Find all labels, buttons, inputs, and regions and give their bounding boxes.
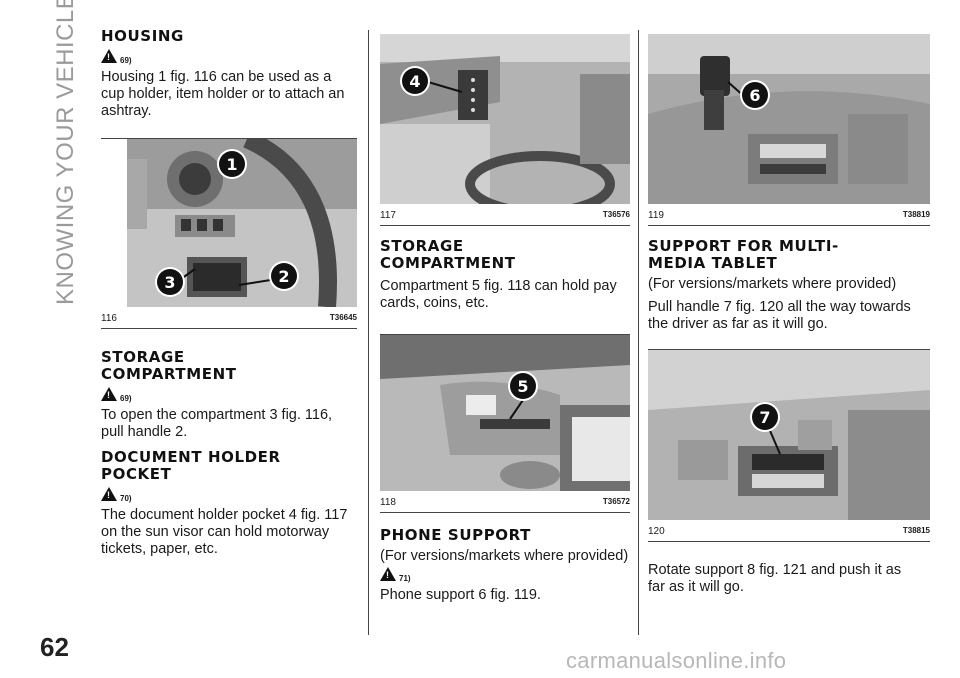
storage-warning: ! 69) xyxy=(101,387,357,403)
callout-3: 3 xyxy=(157,269,183,295)
column-3: 6 119 T38819 SUPPORT FOR MULTI-MEDIA TAB… xyxy=(648,34,930,604)
figure-116-image: 1 2 3 xyxy=(127,139,357,307)
warning-ref: 71) xyxy=(399,573,411,583)
figure-117: 4 117 T36576 xyxy=(380,34,630,226)
figure-118: 5 118 T36572 xyxy=(380,334,630,513)
rotate-support-text: Rotate support 8 fig. 121 and push it as… xyxy=(648,562,902,595)
tablet-support-text: Pull handle 7 fig. 120 all the way towar… xyxy=(648,299,911,332)
tablet-handle-illustration xyxy=(648,350,930,520)
document-holder-text: The document holder pocket 4 fig. 117 on… xyxy=(101,507,348,557)
housing-warning: ! 69) xyxy=(101,49,357,65)
phone-support-text: Phone support 6 fig. 119. xyxy=(380,587,541,603)
warning-icon: ! xyxy=(380,567,396,581)
figure-120-caption: 120 T38815 xyxy=(648,526,930,542)
figure-118-image: 5 xyxy=(380,335,630,491)
warning-icon: ! xyxy=(101,387,117,401)
phone-support-heading: PHONE SUPPORT xyxy=(380,526,531,544)
tablet-support-subtitle: (For versions/markets where provided) xyxy=(648,276,897,292)
warning-icon: ! xyxy=(101,49,117,63)
figure-117-caption: 117 T36576 xyxy=(380,210,630,226)
tablet-support-heading: SUPPORT FOR MULTI-MEDIA TABLET xyxy=(648,237,839,272)
column-divider-2 xyxy=(638,30,639,635)
figure-117-image: 4 xyxy=(380,34,630,204)
doc-warning: ! 70) xyxy=(101,487,357,503)
figure-120-image: 7 xyxy=(648,350,930,520)
figure-119-image: 6 xyxy=(648,34,930,204)
page-number: 62 xyxy=(40,632,69,662)
phone-warning: ! 71) xyxy=(380,567,630,583)
figure-116: 1 2 3 116 T36645 xyxy=(101,138,357,329)
warning-ref: 69) xyxy=(120,55,132,65)
storage-heading-2: STORAGE COMPARTMENT xyxy=(380,237,516,272)
figure-118-caption: 118 T36572 xyxy=(380,497,630,513)
callout-2: 2 xyxy=(271,263,297,289)
housing-heading: HOUSING xyxy=(101,27,184,45)
storage-heading: STORAGE COMPARTMENT xyxy=(101,348,237,383)
column-1: HOUSING ! 69) Housing 1 fig. 116 can be … xyxy=(101,28,357,566)
column-divider-1 xyxy=(368,30,369,635)
warning-ref: 69) xyxy=(120,393,132,403)
callout-4: 4 xyxy=(402,68,428,94)
figure-number: 117 xyxy=(380,210,396,221)
figure-number: 118 xyxy=(380,497,396,508)
watermark: carmanualsonline.info xyxy=(566,648,787,673)
figure-number: 119 xyxy=(648,210,664,221)
figure-119-caption: 119 T38819 xyxy=(648,210,930,226)
housing-text: Housing 1 fig. 116 can be used as a cup … xyxy=(101,69,345,119)
warning-icon: ! xyxy=(101,487,117,501)
warning-ref: 70) xyxy=(120,493,132,503)
figure-number: 120 xyxy=(648,526,665,537)
figure-120: 7 120 T38815 xyxy=(648,349,930,542)
callout-6: 6 xyxy=(742,82,768,108)
figure-code: T38819 xyxy=(902,210,930,219)
storage-text-2: Compartment 5 fig. 118 can hold pay card… xyxy=(380,278,617,311)
figure-code: T36645 xyxy=(329,313,357,322)
figure-116-caption: 116 T36645 xyxy=(101,313,357,329)
figure-code: T38815 xyxy=(902,526,930,535)
figure-code: T36572 xyxy=(602,497,630,506)
section-side-label: KNOWING YOUR VEHICLE xyxy=(52,0,79,305)
figure-code: T36576 xyxy=(602,210,630,219)
column-2: 4 117 T36576 STORAGE COMPARTMENT Compart… xyxy=(380,34,630,612)
storage-text: To open the compartment 3 fig. 116, pull… xyxy=(101,407,333,440)
callout-1: 1 xyxy=(219,151,245,177)
phone-support-subtitle: (For versions/markets where provided) xyxy=(380,548,629,564)
callout-7: 7 xyxy=(752,404,778,430)
document-holder-heading: DOCUMENT HOLDER POCKET xyxy=(101,448,281,483)
figure-119: 6 119 T38819 xyxy=(648,34,930,226)
sun-visor-illustration xyxy=(380,34,630,204)
phone-support-illustration xyxy=(648,34,930,204)
callout-5: 5 xyxy=(510,373,536,399)
dash-compartment-illustration xyxy=(380,335,630,491)
figure-number: 116 xyxy=(101,313,117,324)
